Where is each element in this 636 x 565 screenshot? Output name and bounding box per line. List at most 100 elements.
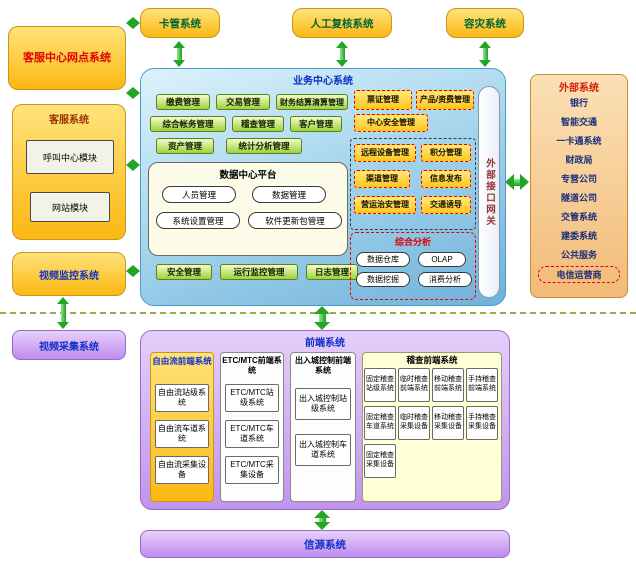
log-mgmt-label: 日志管理: [314, 267, 349, 277]
customer-mgmt-label: 客户管理: [298, 119, 333, 129]
system-settings-label: 系统设置管理: [172, 215, 224, 226]
arrow-center-frontend: [314, 306, 330, 330]
center-security-label: 中心安全管理: [367, 118, 415, 128]
frontend-system-title: 前端系统: [305, 338, 345, 349]
external-systems-title: 外部系统: [559, 83, 599, 94]
disaster-recovery-label: 容灾系统: [464, 17, 506, 30]
external-item-its: 智能交通: [560, 116, 597, 127]
free-flow-title: 自由流前端系统: [152, 356, 212, 366]
website-module-label: 网站模块: [51, 202, 88, 213]
inspection-cell-handheld-capture: 手持稽查采集设备: [466, 406, 498, 440]
settlement-mgmt-label: 财务结算清算管理: [280, 97, 344, 107]
arrow-disaster-center: [478, 41, 492, 67]
etc-mtc-station-system: ETC/MTC站级系统: [225, 384, 279, 412]
website-module: 网站模块: [30, 192, 110, 222]
external-item-franchise: 专营公司: [560, 173, 597, 184]
etc-mtc-title: ETC/MTC前端系统: [222, 356, 282, 375]
city-control-station-system: 出入城控制站级系统: [295, 388, 351, 420]
city-control-subsystem: [290, 352, 356, 502]
data-mgmt-label: 数据管理: [271, 189, 306, 200]
arrow-video-monitor-capture: [56, 297, 70, 329]
inspection-mgmt-button: 稽查管理: [232, 116, 284, 132]
inspection-fixed-station-label: 固定稽查站级系统: [366, 376, 394, 392]
customer-service-branch-label: 客服中心网点系统: [23, 51, 111, 64]
inspection-cell-handheld-frontend: 手持稽查前端系统: [466, 368, 498, 402]
business-center-title: 业务中心系统: [293, 76, 353, 87]
inspection-fixed-lane-label: 固定稽查车道系统: [366, 414, 394, 430]
etc-mtc-station-label: ETC/MTC站级系统: [230, 388, 274, 407]
inspection-fixed-capture-label: 固定稽查采集设备: [366, 452, 394, 468]
free-flow-capture-label: 自由流采集设备: [158, 460, 206, 479]
video-monitoring-label: 视频监控系统: [39, 270, 99, 282]
inspection-cell-fixed-capture: 固定稽查采集设备: [364, 444, 396, 478]
olap-label: OLAP: [431, 255, 453, 264]
inspection-handheld-capture-label: 手持稽查采集设备: [468, 414, 496, 430]
software-update-pill: 软件更新包管理: [248, 212, 342, 229]
inspection-cell-fixed-station: 固定稽查站级系统: [364, 368, 396, 402]
external-item-bank: 银行: [569, 97, 588, 108]
etc-mtc-capture-device: ETC/MTC采集设备: [225, 456, 279, 484]
account-mgmt-button: 综合帐务管理: [150, 116, 226, 132]
disaster-recovery-system: 容灾系统: [446, 8, 524, 38]
card-management-system: 卡管系统: [140, 8, 220, 38]
fee-mgmt-label: 缴费管理: [165, 97, 200, 107]
inspection-mobile-frontend-label: 移动稽查前端系统: [434, 376, 462, 392]
etc-mtc-capture-label: ETC/MTC采集设备: [230, 460, 274, 479]
traffic-guidance-label: 交通诱导: [430, 200, 462, 210]
arrow-branch-card: [126, 16, 140, 29]
arrow-video-monitor-center: [126, 264, 140, 277]
data-center-platform: [148, 162, 348, 256]
personnel-mgmt-pill: 人员管理: [162, 186, 236, 203]
remote-device-button: 远程设备管理: [354, 144, 416, 162]
comprehensive-analysis-title: 综合分析: [394, 237, 431, 247]
inspection-cell-temp-frontend: 临时稽查前端系统: [398, 368, 430, 402]
extended-functions-group: [350, 138, 476, 230]
external-systems-panel: [530, 74, 628, 298]
points-mgmt-button: 积分管理: [421, 144, 471, 162]
operation-security-label: 营运治安管理: [361, 200, 409, 210]
channel-mgmt-button: 渠道管理: [354, 170, 410, 188]
info-publish-button: 信息发布: [421, 170, 471, 188]
etc-mtc-lane-label: ETC/MTC车道系统: [230, 424, 274, 443]
log-mgmt-button: 日志管理: [306, 264, 358, 280]
city-control-title: 出入城控制前端系统: [295, 356, 351, 375]
personnel-mgmt-label: 人员管理: [181, 189, 216, 200]
statistics-mgmt-button: 统计分析管理: [226, 138, 302, 154]
external-interface-gateway-label: 外部接口网关: [484, 157, 495, 227]
traffic-guidance-button: 交通诱导: [421, 196, 471, 214]
olap-pill: OLAP: [418, 252, 466, 267]
free-flow-lane-label: 自由流车道系统: [158, 424, 206, 443]
call-center-module-label: 呼叫中心模块: [42, 152, 97, 163]
asset-mgmt-label: 资产管理: [167, 141, 202, 151]
inspection-mgmt-label: 稽查管理: [240, 119, 275, 129]
inspection-temp-capture-label: 临时稽查采集设备: [400, 414, 428, 430]
operation-monitor-label: 运行监控管理: [233, 267, 285, 277]
data-center-platform-title: 数据中心平台: [219, 170, 277, 181]
free-flow-station-label: 自由流站级系统: [158, 388, 206, 407]
product-tariff-button: 产品/资费管理: [416, 90, 474, 110]
data-warehouse-pill: 数据仓库: [356, 252, 410, 267]
source-system: 信源系统: [140, 530, 510, 558]
external-item-telecom-operator: 电信运营商: [538, 266, 620, 283]
transaction-mgmt-label: 交易管理: [225, 97, 260, 107]
free-flow-lane-system: 自由流车道系统: [155, 420, 209, 448]
operation-monitor-button: 运行监控管理: [220, 264, 298, 280]
points-mgmt-label: 积分管理: [430, 148, 462, 158]
card-management-label: 卡管系统: [159, 17, 201, 30]
arrow-gateway-external: [505, 174, 529, 190]
external-item-traffic-mgmt: 交管系统: [560, 211, 597, 222]
external-interface-gateway: 外部接口网关: [478, 86, 500, 298]
product-tariff-label: 产品/资费管理: [419, 95, 471, 105]
city-control-station-label: 出入城控制站级系统: [299, 394, 347, 413]
city-control-lane-system: 出入城控制车道系统: [295, 434, 351, 466]
arrow-card-center: [172, 41, 186, 67]
software-update-label: 软件更新包管理: [265, 215, 325, 226]
video-capture-label: 视频采集系统: [39, 341, 99, 353]
transaction-mgmt-button: 交易管理: [216, 94, 270, 110]
external-item-public-service: 公共服务: [560, 249, 597, 260]
inspection-cell-fixed-lane: 固定稽查车道系统: [364, 406, 396, 440]
account-mgmt-label: 综合帐务管理: [162, 119, 214, 129]
source-system-label: 信源系统: [304, 538, 346, 551]
inspection-handheld-frontend-label: 手持稽查前端系统: [468, 376, 496, 392]
